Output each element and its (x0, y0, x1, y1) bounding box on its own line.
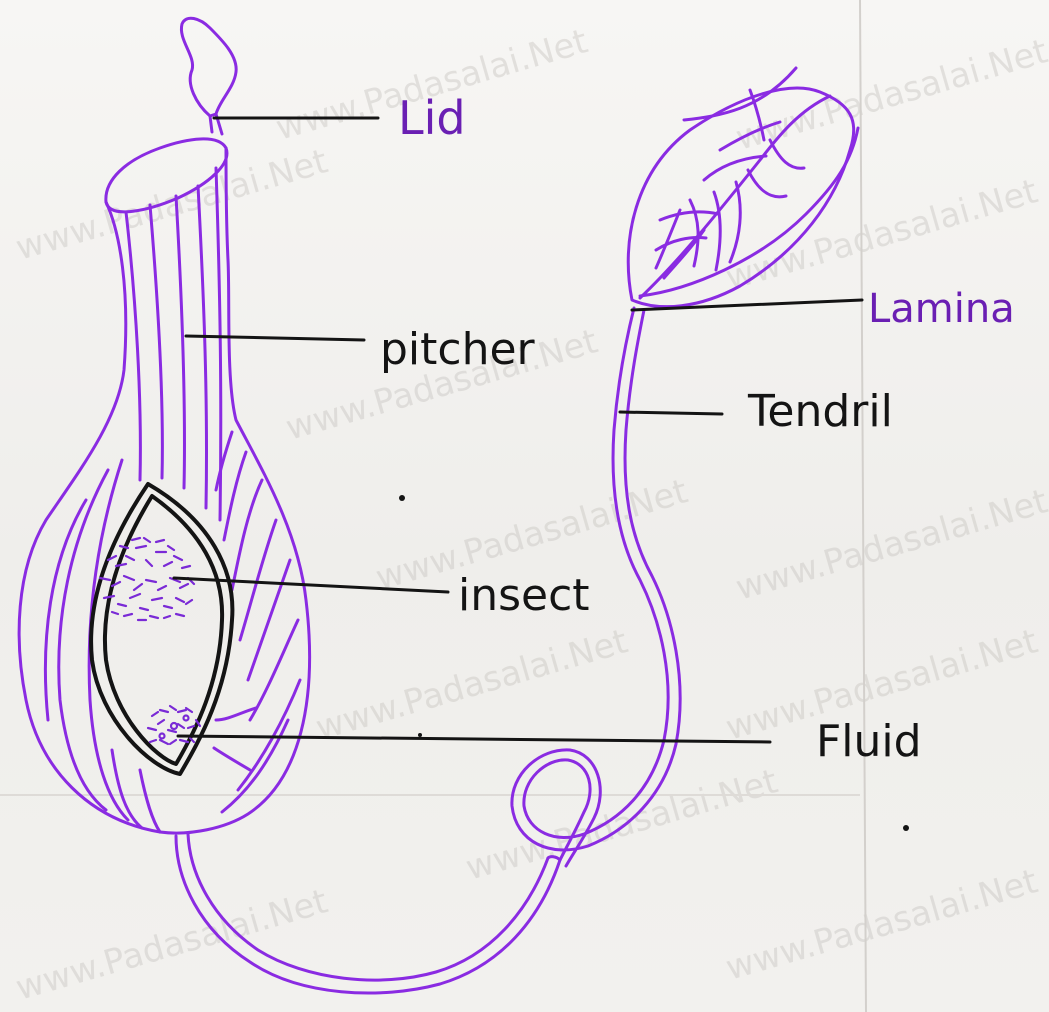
pitcher-vein (126, 212, 140, 480)
pitcher-vein (150, 205, 162, 478)
insect-label: insect (458, 570, 590, 621)
pitcher-vein (232, 480, 262, 590)
lamina-leader-line (632, 300, 862, 310)
pitcher-vein (248, 560, 290, 680)
pitcher-vein (198, 186, 207, 508)
pitcher-vein (140, 770, 160, 832)
lid-label: Lid (398, 91, 466, 145)
pitcher-vein (176, 196, 185, 488)
lamina-vein (748, 170, 786, 197)
watermark-text: www.Padasalai.Net (461, 761, 782, 888)
tendril-leader-line (620, 412, 722, 414)
insect-chamber-outline (91, 484, 232, 774)
lamina-vein (690, 200, 698, 266)
pitcher-vein (216, 432, 232, 490)
watermark-text: www.Padasalai.Net (721, 861, 1042, 988)
lamina-vein (714, 192, 720, 270)
pitcher-vein (112, 750, 142, 828)
stray-dot (399, 495, 405, 501)
watermark-text: www.Padasalai.Net (11, 881, 332, 1008)
stray-dot (903, 825, 909, 831)
pitcher-vein (238, 680, 300, 790)
lamina-label: Lamina (868, 286, 1015, 332)
lamina-vein (660, 212, 718, 220)
pitcher-vein (89, 460, 128, 820)
page-fold-line (860, 0, 866, 1012)
pitcher-vein (214, 748, 250, 770)
watermark-text: www.Padasalai.Net (311, 621, 632, 748)
watermark-text: www.Padasalai.Net (731, 481, 1049, 608)
watermark-text: www.Padasalai.Net (11, 141, 332, 268)
lamina-vein (704, 156, 766, 180)
pitcher-leader-line (186, 336, 364, 340)
tendril-label: Tendril (747, 386, 893, 437)
fluid-label: Fluid (816, 716, 922, 767)
fluid-leader-line (178, 736, 770, 742)
watermark-text: www.Padasalai.Net (731, 31, 1049, 158)
pitcher-label: pitcher (380, 324, 536, 375)
pitcher-vein (224, 452, 246, 540)
pitcher-vein (59, 470, 108, 810)
stray-dot (418, 733, 422, 737)
pitcher-vein (240, 520, 276, 640)
watermark-text: www.Padasalai.Net (721, 171, 1042, 298)
lid-shape (181, 18, 236, 116)
